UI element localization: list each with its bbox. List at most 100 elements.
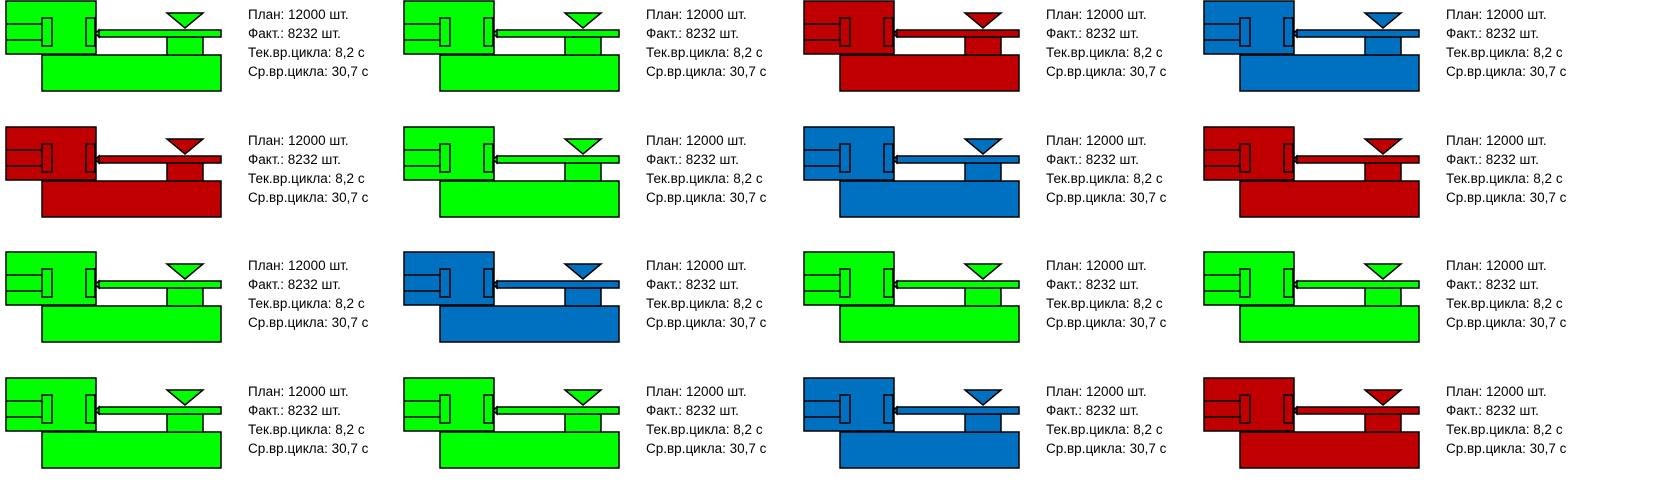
clamp-plate (1239, 268, 1251, 298)
hopper (962, 263, 1004, 280)
machine-stats: План: 12000 шт.Факт.: 8232 шт.Тек.вр.цик… (1446, 5, 1566, 81)
current-cycle-label: Тек.вр.цикла: 8,2 с (1446, 171, 1563, 186)
machine-tile[interactable]: План: 12000 шт. Факт.: 8232 шт. Тек.вр.цик… (1203, 126, 1603, 238)
average-cycle-label: Ср.вр.цикла: 30,7 с (248, 441, 369, 456)
injection-unit (564, 36, 602, 56)
injection-machine-icon (803, 126, 1020, 218)
current-cycle-label: Тек.вр.цикла: 8,2 с (1046, 45, 1163, 60)
hopper (962, 12, 1004, 29)
plan-label: План: 12000 шт. (248, 384, 349, 399)
fact-label: Факт.: 8232 шт. (646, 26, 739, 41)
hopper (562, 263, 604, 280)
machine-tile[interactable]: План: 12000 шт.Факт.: 8232 шт.Тек.вр.цик… (803, 0, 1203, 112)
machine-tile[interactable]: План: 12000 шт.Факт.: 8232 шт.Тек.вр.цик… (5, 377, 405, 489)
nozzle (1291, 154, 1298, 165)
plan-label: План: 12000 шт. (646, 258, 747, 273)
injection-machine-icon (5, 0, 222, 92)
machine-base (439, 180, 620, 218)
machine-base (1239, 431, 1420, 469)
hopper (562, 389, 604, 406)
clamp-plate (439, 394, 451, 424)
injection-unit (1364, 36, 1402, 56)
clamp-plate (839, 17, 851, 47)
mold-plate (883, 394, 894, 424)
machine-tile[interactable]: План: 12000 шт.Факт.: 8232 шт.Тек.вр.цик… (403, 251, 803, 363)
machine-tile[interactable]: План: 12000 шт.Факт.: 8232 шт.Тек.вр.цик… (403, 0, 803, 112)
barrel (896, 155, 1020, 164)
injection-machine-icon (403, 126, 620, 218)
machine-stats: План: 12000 шт.Факт.: 8232 шт.Тек.вр.цик… (1046, 382, 1166, 458)
average-cycle-label: Ср.вр.цикла: 30,7 с (1446, 315, 1567, 330)
fact-label: Факт.: 8232 шт. (646, 403, 739, 418)
injection-machine-icon (803, 251, 1020, 343)
injection-unit (964, 413, 1002, 433)
barrel (98, 406, 222, 415)
machine-tile[interactable]: План: 12000 шт.Факт.: 8232 шт.Тек.вр.цик… (5, 126, 405, 238)
current-cycle-label: Тек.вр.цикла: 8,2 с (646, 171, 763, 186)
current-cycle-label: Тек.вр.цикла: 8,2 с (248, 45, 365, 60)
nozzle (491, 28, 498, 39)
fact-label: Факт.: 8232 шт. (248, 152, 341, 167)
current-cycle-label: Тек.вр.цикла: 8,2 с (1446, 45, 1563, 60)
machine-tile[interactable]: План: 12000 шт.Факт.: 8232 шт.Тек.вр.цик… (1203, 377, 1603, 489)
mold-plate (1283, 17, 1294, 47)
current-cycle-label: Тек.вр.цикла: 8,2 с (1046, 422, 1163, 437)
barrel (496, 280, 620, 289)
plan-label: План: 12000 шт. (1046, 258, 1147, 273)
hopper (562, 12, 604, 29)
current-cycle-label: Тек.вр.цикла: 8,2 с (1046, 296, 1163, 311)
clamp-plate (1239, 394, 1251, 424)
nozzle (491, 154, 498, 165)
machine-tile[interactable]: План: 12000 шт.Факт.: 8232 шт.Тек.вр.цик… (403, 126, 803, 238)
fact-label: Факт.: 8232 шт. (1446, 152, 1539, 167)
machine-tile[interactable]: План: 12000 шт.Факт.: 8232 шт.Тек.вр.цик… (803, 126, 1203, 238)
mold-plate (883, 268, 894, 298)
injection-machine-icon (803, 0, 1020, 92)
mold-plate (85, 394, 96, 424)
mold-plate (883, 17, 894, 47)
machine-base (1239, 54, 1420, 92)
injection-machine-icon (1203, 251, 1420, 343)
barrel (496, 155, 620, 164)
machine-stats: План: 12000 шт. Факт.: 8232 шт. Тек.вр.цик… (1046, 256, 1166, 332)
fact-label: Факт.: 8232 шт. (1046, 26, 1139, 41)
plan-label: План: 12000 шт. (1446, 133, 1547, 148)
mold-plate (483, 143, 494, 173)
injection-machine-icon (803, 377, 1020, 469)
fact-label: Факт.: 8232 шт. (1046, 277, 1139, 292)
average-cycle-label: Ср.вр.цикла: 30,7 с (248, 315, 369, 330)
machine-tile[interactable]: План: 12000 шт.Факт.: 8232 шт.Тек.вр.цик… (5, 0, 405, 112)
hopper (962, 389, 1004, 406)
machine-tile[interactable]: План: 12000 шт.Факт.: 8232 шт.Тек.вр.цик… (1203, 251, 1603, 363)
machine-stats: План: 12000 шт.Факт.: 8232 шт.Тек.вр.цик… (248, 256, 368, 332)
hopper (164, 12, 206, 29)
machine-tile[interactable]: План: 12000 шт.Факт.: 8232 шт.Тек.вр.цик… (5, 251, 405, 363)
machine-stats: План: 12000 шт.Факт.: 8232 шт.Тек.вр.цик… (1046, 131, 1166, 207)
fact-label: Факт.: 8232 шт. (646, 152, 739, 167)
average-cycle-label: Ср.вр.цикла: 30,7 с (248, 64, 369, 79)
fact-label: Факт.: 8232 шт. (1046, 403, 1139, 418)
machine-tile[interactable]: План: 12000 шт.Факт.: 8232 шт.Тек.вр.цик… (803, 377, 1203, 489)
machine-stats: План: 12000 шт.Факт.: 8232 шт.Тек.вр.цик… (646, 131, 766, 207)
barrel (1296, 29, 1420, 38)
hopper (164, 138, 206, 155)
fact-label: Факт.: 8232 шт. (1446, 403, 1539, 418)
mold-plate (1283, 394, 1294, 424)
injection-machine-icon (5, 251, 222, 343)
plan-label: План: 12000 шт. (1046, 133, 1147, 148)
plan-label: План: 12000 шт. (248, 7, 349, 22)
current-cycle-label: Тек.вр.цикла: 8,2 с (646, 45, 763, 60)
injection-unit (964, 287, 1002, 307)
injection-unit (564, 413, 602, 433)
injection-unit (166, 162, 204, 182)
machine-stats: План: 12000 шт.Факт.: 8232 шт.Тек.вр.цик… (646, 256, 766, 332)
clamp-plate (839, 143, 851, 173)
clamp-plate (1239, 143, 1251, 173)
machine-tile[interactable]: План: 12000 шт.Факт.: 8232 шт.Тек.вр.цик… (403, 377, 803, 489)
injection-unit (1364, 162, 1402, 182)
machine-tile[interactable]: План: 12000 шт.Факт.: 8232 шт.Тек.вр.цик… (1203, 0, 1603, 112)
injection-machine-icon (403, 377, 620, 469)
average-cycle-label: Ср.вр.цикла: 30,7 с (1046, 64, 1167, 79)
clamp-plate (41, 394, 53, 424)
machine-tile[interactable]: План: 12000 шт. Факт.: 8232 шт. Тек.вр.цик… (803, 251, 1203, 363)
